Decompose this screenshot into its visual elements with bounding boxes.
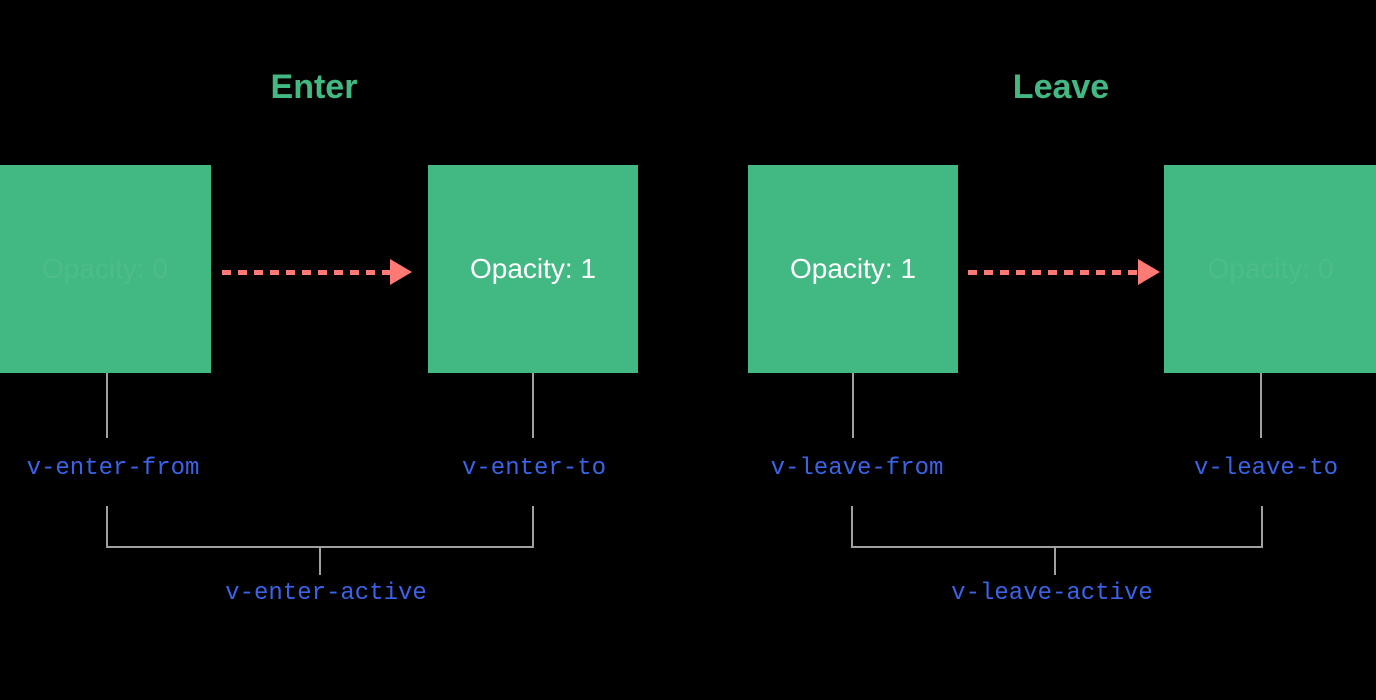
enter-arrow-shaft [222,270,394,275]
leave-arrow-head [1138,259,1160,285]
class-label-v-leave-from: v-leave-from [770,455,944,482]
connector-stem-enter-to [532,373,534,438]
connector-stem-leave-active [1054,548,1056,575]
state-box-enter-from-label: Opacity: 0 [41,253,169,284]
section-heading-leave: Leave [1012,68,1110,106]
class-label-v-enter-to: v-enter-to [461,455,607,482]
state-box-leave-from-label: Opacity: 1 [789,253,917,284]
class-label-v-enter-active: v-enter-active [225,580,427,607]
class-label-v-leave-to: v-leave-to [1193,455,1339,482]
enter-arrow-head [390,259,412,285]
bracket-leave-active [851,506,1263,548]
enter-transition-arrow [222,259,412,285]
state-box-enter-to-label: Opacity: 1 [469,253,597,284]
state-box-leave-to: Opacity: 0 [1164,165,1376,373]
state-box-enter-to: Opacity: 1 [428,165,638,373]
state-box-leave-to-label: Opacity: 0 [1207,253,1334,284]
connector-stem-leave-to [1260,373,1262,438]
leave-transition-arrow [968,259,1160,285]
class-label-v-enter-from: v-enter-from [26,455,200,482]
connector-stem-enter-active [319,548,321,575]
leave-arrow-shaft [968,270,1142,275]
bracket-enter-active [106,506,534,548]
class-label-v-leave-active: v-leave-active [951,580,1153,607]
state-box-leave-from: Opacity: 1 [748,165,958,373]
section-heading-enter: Enter [270,68,358,106]
connector-stem-leave-from [852,373,854,438]
state-box-enter-from: Opacity: 0 [0,165,211,373]
connector-stem-enter-from [106,373,108,438]
